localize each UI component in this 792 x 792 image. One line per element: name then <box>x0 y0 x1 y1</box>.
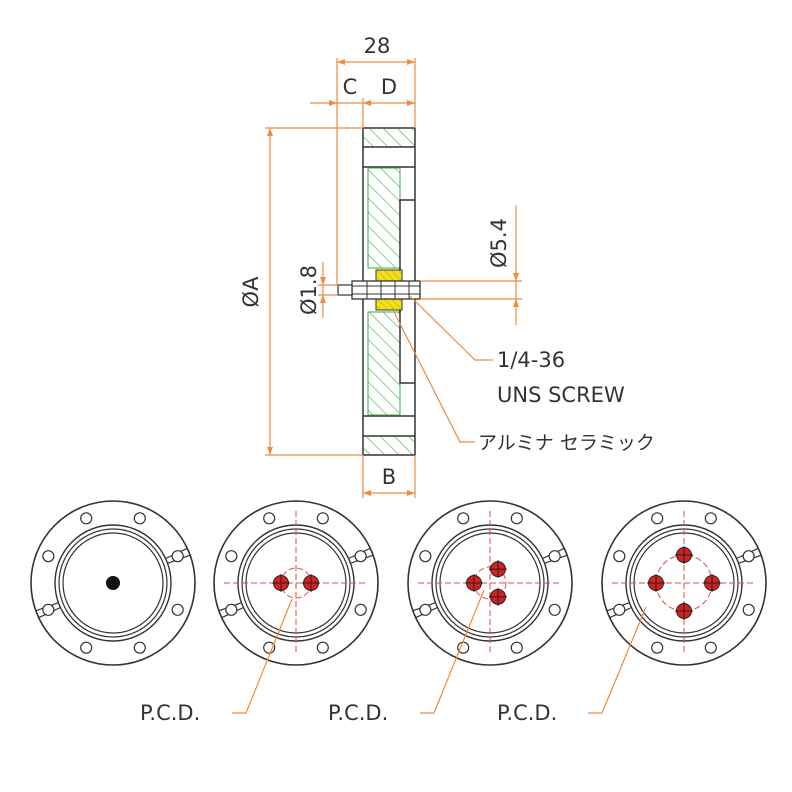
flange-front-1 <box>30 500 196 666</box>
flange-top-hatch <box>364 129 414 147</box>
flange-front-4 <box>601 500 767 666</box>
pcd-label-3: P.C.D. <box>497 701 557 725</box>
pcd-label-2: P.C.D. <box>328 701 388 725</box>
bolt-hole <box>80 641 93 654</box>
dim-b: B <box>382 465 396 489</box>
bolt-hole <box>613 550 626 563</box>
dim-width-28: 28 <box>364 34 391 58</box>
bolt-hole <box>613 603 626 616</box>
bolt-hole <box>133 512 146 525</box>
flange-main-hatch-top <box>367 167 401 269</box>
bolt-hole <box>457 512 470 525</box>
bolt-hole <box>42 550 55 563</box>
dim-dia-a: ØA <box>239 276 263 308</box>
screw-label-line2: UNS SCREW <box>497 383 625 407</box>
flange-front-3 <box>407 500 573 666</box>
ceramic-label: アルミナ セラミック <box>478 432 655 454</box>
screw-label-line1: 1/4-36 <box>497 348 565 372</box>
bolt-hole <box>742 550 755 563</box>
dim-c: C <box>343 75 358 99</box>
bolt-hole <box>316 641 329 654</box>
bolt-hole <box>80 512 93 525</box>
bolt-hole <box>419 603 432 616</box>
bolt-hole <box>263 641 276 654</box>
bolt-hole <box>704 512 717 525</box>
bolt-hole <box>354 550 367 563</box>
dim-dia-1-8: Ø1.8 <box>297 265 321 315</box>
bolt-hole <box>316 512 329 525</box>
front-views <box>30 500 767 666</box>
bolt-hole <box>225 603 238 616</box>
bolt-hole <box>651 641 664 654</box>
pcd-label-1: P.C.D. <box>140 701 200 725</box>
bolt-hole <box>354 603 367 616</box>
dim-dia-5-4: Ø5.4 <box>487 218 511 268</box>
bolt-hole <box>225 550 238 563</box>
bolt-hole <box>742 603 755 616</box>
bolt-hole <box>171 550 184 563</box>
side-section-view: 28 C D ØA Ø1.8 Ø5.4 B <box>239 34 655 498</box>
pin-single <box>106 576 120 590</box>
bolt-hole <box>510 512 523 525</box>
flange-front-2 <box>213 500 379 666</box>
dim-d: D <box>381 75 397 99</box>
bolt-hole <box>263 512 276 525</box>
flange-main-hatch-bottom <box>367 311 401 416</box>
bolt-hole <box>133 641 146 654</box>
bolt-hole <box>171 603 184 616</box>
bolt-hole <box>548 603 561 616</box>
bolt-hole <box>704 641 717 654</box>
bolt-hole <box>42 603 55 616</box>
bolt-hole <box>510 641 523 654</box>
bolt-hole <box>651 512 664 525</box>
flange-bottom-hatch <box>364 437 414 454</box>
bolt-hole <box>548 550 561 563</box>
bolt-hole <box>419 550 432 563</box>
